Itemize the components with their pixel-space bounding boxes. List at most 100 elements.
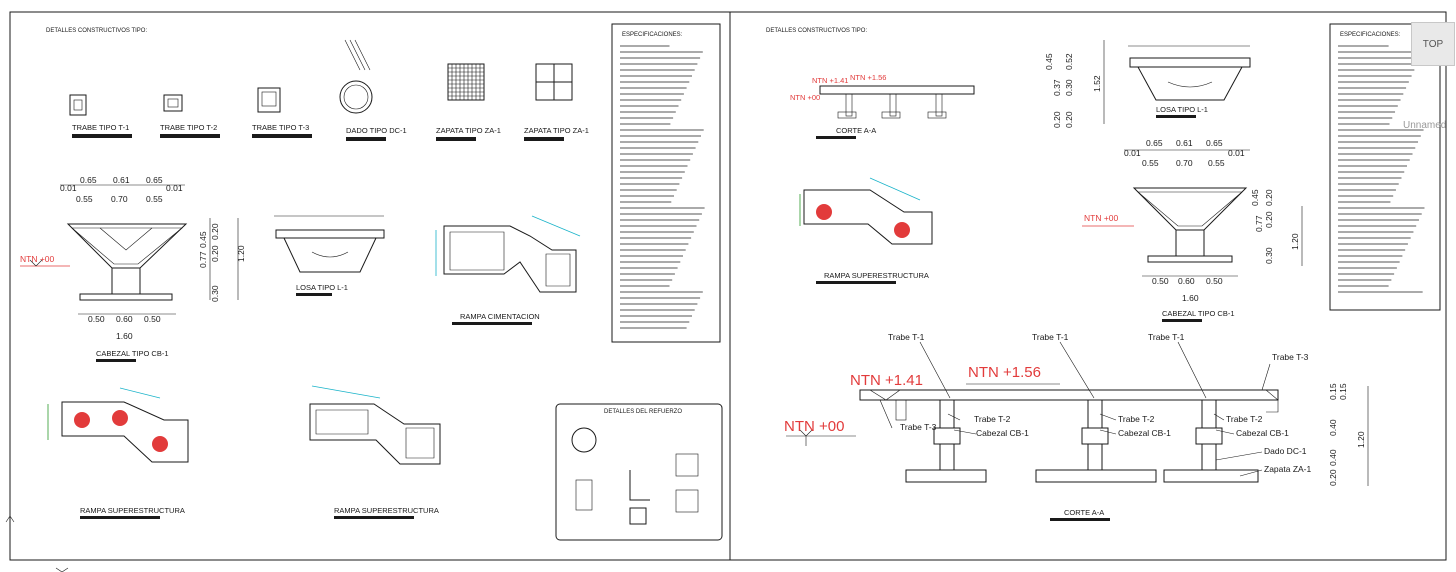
- left-refuerzo-box: DETALLES DEL REFUERZO: [555, 403, 723, 541]
- svg-text:NTN +1.41: NTN +1.41: [812, 76, 848, 85]
- ntn-00-label: NTN +00: [784, 418, 844, 435]
- right-losa-detail: LOSA TIPO L-1 0.45 0.37 0.52 0.30 0.20 0…: [1044, 40, 1251, 128]
- detail-label-t1: TRABE TIPO T-1: [72, 123, 129, 132]
- svg-text:0.20: 0.20: [210, 223, 220, 240]
- detail-label-za1-a: ZAPATA TIPO ZA-1: [436, 126, 501, 135]
- ntn-141-label: NTN +1.41: [850, 372, 923, 389]
- detail-label-za1-b: ZAPATA TIPO ZA-1: [524, 126, 589, 135]
- svg-text:0.40: 0.40: [1328, 449, 1338, 466]
- svg-text:0.20: 0.20: [1264, 189, 1274, 206]
- svg-text:Trabe T-3: Trabe T-3: [900, 422, 937, 432]
- svg-text:Zapata ZA-1: Zapata ZA-1: [1264, 464, 1312, 474]
- svg-text:DETALLES DEL REFUERZO: DETALLES DEL REFUERZO: [604, 409, 682, 415]
- svg-text:NTN +00: NTN +00: [790, 93, 820, 102]
- svg-text:0.61: 0.61: [1176, 138, 1193, 148]
- svg-text:0.45: 0.45: [1250, 189, 1260, 206]
- svg-text:RAMPA CIMENTACION: RAMPA CIMENTACION: [460, 312, 540, 321]
- right-small-corte: NTN +1.41 NTN +1.56 NTN +00 CORTE A-A: [790, 73, 975, 139]
- svg-text:RAMPA SUPERESTRUCTURA: RAMPA SUPERESTRUCTURA: [80, 506, 185, 515]
- svg-text:0.65: 0.65: [80, 175, 97, 185]
- ntn-156-label: NTN +1.56: [968, 364, 1041, 381]
- svg-text:1.20: 1.20: [1290, 233, 1300, 250]
- detail-label-t2: TRABE TIPO T-2: [160, 123, 217, 132]
- viewcube-top-face[interactable]: TOP: [1411, 22, 1455, 66]
- svg-text:0.70: 0.70: [1176, 158, 1193, 168]
- svg-text:0.55: 0.55: [146, 194, 163, 204]
- svg-text:Dado DC-1: Dado DC-1: [1264, 446, 1307, 456]
- right-sheet-frame: [729, 11, 1447, 561]
- svg-text:CORTE A-A: CORTE A-A: [836, 126, 876, 135]
- detail-label-dc1: DADO TIPO DC-1: [346, 126, 407, 135]
- svg-text:0.65: 0.65: [1206, 138, 1223, 148]
- left-ntn-label: NTN +00: [20, 254, 55, 264]
- svg-text:CABEZAL TIPO CB-1: CABEZAL TIPO CB-1: [1162, 309, 1235, 318]
- left-cabezal-detail: 0.65 0.61 0.65 0.01 0.01 0.55 0.70 0.55 …: [20, 175, 246, 362]
- svg-text:0.20: 0.20: [210, 245, 220, 262]
- svg-text:Trabe T-2: Trabe T-2: [974, 414, 1011, 424]
- svg-text:0.55: 0.55: [76, 194, 93, 204]
- svg-text:0.15: 0.15: [1338, 383, 1348, 400]
- svg-text:Trabe T-2: Trabe T-2: [1118, 414, 1155, 424]
- svg-text:1.60: 1.60: [1182, 293, 1199, 303]
- right-rampa-super: RAMPA SUPERESTRUCTURA: [799, 177, 933, 284]
- svg-text:0.20: 0.20: [1264, 211, 1274, 228]
- right-corte-aa-detail: NTN +1.41 NTN +1.56 NTN +00 Trabe T-1 Tr…: [784, 332, 1369, 521]
- svg-text:NTN +00: NTN +00: [1084, 213, 1119, 223]
- svg-text:Cabezal CB-1: Cabezal CB-1: [1118, 428, 1171, 438]
- svg-text:0.55: 0.55: [1142, 158, 1159, 168]
- left-specifications-box: ESPECIFICACIONES:: [611, 23, 721, 343]
- left-losa-detail: LOSA TIPO L-1: [274, 215, 385, 296]
- svg-text:0.77: 0.77: [198, 251, 208, 268]
- svg-text:0.45: 0.45: [1044, 53, 1054, 70]
- svg-text:Cabezal CB-1: Cabezal CB-1: [1236, 428, 1289, 438]
- svg-text:0.50: 0.50: [144, 314, 161, 324]
- svg-text:0.61: 0.61: [113, 175, 130, 185]
- svg-text:0.52: 0.52: [1064, 53, 1074, 70]
- svg-text:Trabe T-1: Trabe T-1: [1148, 332, 1185, 342]
- svg-text:0.30: 0.30: [1064, 79, 1074, 96]
- svg-text:0.60: 0.60: [1178, 276, 1195, 286]
- svg-text:0.70: 0.70: [111, 194, 128, 204]
- svg-text:0.01: 0.01: [1228, 148, 1245, 158]
- left-specs-title: ESPECIFICACIONES:: [622, 32, 683, 38]
- left-rampa-super-1: RAMPA SUPERESTRUCTURA: [47, 387, 189, 519]
- svg-text:0.45: 0.45: [198, 231, 208, 248]
- svg-text:0.65: 0.65: [1146, 138, 1163, 148]
- svg-text:0.01: 0.01: [166, 183, 183, 193]
- named-view-label[interactable]: Unnamed: [1403, 120, 1447, 131]
- svg-text:1.52: 1.52: [1092, 75, 1102, 92]
- svg-text:Trabe T-3: Trabe T-3: [1272, 352, 1309, 362]
- viewcube[interactable]: TOP Unnamed: [1403, 22, 1455, 142]
- svg-text:Trabe T-1: Trabe T-1: [888, 332, 925, 342]
- svg-text:Trabe T-1: Trabe T-1: [1032, 332, 1069, 342]
- left-rampa-cimentacion: RAMPA CIMENTACION: [435, 215, 581, 325]
- right-sheet-title: DETALLES CONSTRUCTIVOS TIPO:: [766, 28, 867, 34]
- svg-text:0.40: 0.40: [1328, 419, 1338, 436]
- svg-text:Trabe T-2: Trabe T-2: [1226, 414, 1263, 424]
- svg-text:0.30: 0.30: [210, 285, 220, 302]
- svg-text:RAMPA SUPERESTRUCTURA: RAMPA SUPERESTRUCTURA: [824, 271, 929, 280]
- svg-text:0.60: 0.60: [116, 314, 133, 324]
- svg-text:0.20: 0.20: [1052, 111, 1062, 128]
- svg-text:1.60: 1.60: [116, 331, 133, 341]
- svg-text:0.20: 0.20: [1064, 111, 1074, 128]
- svg-text:1.20: 1.20: [1356, 431, 1366, 448]
- svg-text:0.01: 0.01: [60, 183, 77, 193]
- svg-text:0.50: 0.50: [1206, 276, 1223, 286]
- ucs-icon: [5, 515, 69, 572]
- svg-text:1.20: 1.20: [236, 245, 246, 262]
- svg-text:0.37: 0.37: [1052, 79, 1062, 96]
- svg-text:Cabezal CB-1: Cabezal CB-1: [976, 428, 1029, 438]
- right-specifications-box: ESPECIFICACIONES:: [1329, 23, 1441, 311]
- corte-aa-title: CORTE A-A: [1064, 508, 1104, 517]
- svg-text:0.01: 0.01: [1124, 148, 1141, 158]
- small-details-row: TRABE TIPO T-1 TRABE TIPO T-2 TRABE TIPO…: [69, 39, 589, 141]
- svg-text:0.30: 0.30: [1264, 247, 1274, 264]
- svg-text:0.20: 0.20: [1328, 469, 1338, 486]
- svg-text:0.50: 0.50: [88, 314, 105, 324]
- svg-text:CABEZAL TIPO CB-1: CABEZAL TIPO CB-1: [96, 349, 169, 358]
- svg-text:0.15: 0.15: [1328, 383, 1338, 400]
- svg-text:0.50: 0.50: [1152, 276, 1169, 286]
- svg-text:0.77: 0.77: [1254, 215, 1264, 232]
